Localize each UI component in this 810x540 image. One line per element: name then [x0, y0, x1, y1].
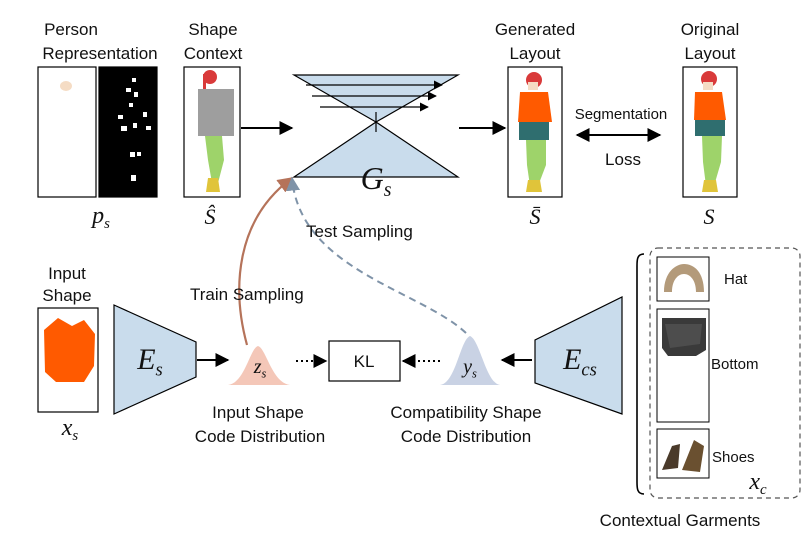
face-blob — [60, 81, 72, 91]
s-hat-symbol: Ŝ — [204, 204, 216, 229]
zs-symbol: zs — [253, 356, 267, 381]
generator-network — [291, 74, 461, 178]
loss-label: Loss — [605, 150, 641, 169]
train-sampling-label: Train Sampling — [190, 285, 304, 304]
compat-dist-label-1: Compatibility Shape — [390, 403, 542, 422]
bottom-garment — [656, 308, 710, 423]
segmentation-label: Segmentation — [574, 106, 668, 123]
xs-symbol: xs — [61, 415, 79, 445]
zs-distribution — [228, 346, 290, 385]
shape-encoder — [113, 304, 197, 415]
test-sampling-label: Test Sampling — [306, 222, 413, 241]
es-symbol: Es — [137, 343, 163, 381]
hat-garment — [656, 256, 710, 302]
train-sampling-arrow — [238, 177, 294, 346]
person-rep-label-1: Person — [44, 20, 98, 39]
shoes-label: Shoes — [712, 449, 755, 466]
shoes-garment — [656, 428, 710, 479]
xc-symbol: xc — [749, 469, 767, 499]
ys-distribution — [440, 336, 500, 385]
compat-dist-label-2: Code Distribution — [400, 427, 532, 446]
ecs-symbol: Ecs — [563, 343, 597, 381]
s-symbol: S — [703, 204, 715, 229]
ps-symbol: ps — [92, 203, 110, 233]
input-shape-label-2: Shape — [42, 286, 92, 305]
s-bar-symbol: S̄ — [529, 204, 541, 229]
shape-context-label-1: Shape — [188, 20, 238, 39]
generated-layout-label-1: Generated — [494, 20, 576, 39]
input-dist-label-2: Code Distribution — [194, 427, 326, 446]
original-layout-panel — [682, 66, 738, 198]
kl-label: KL — [353, 352, 375, 371]
shape-context-panel — [183, 66, 241, 198]
shape-context-label-2: Context — [183, 44, 243, 63]
generated-layout-label-2: Layout — [509, 44, 561, 63]
person-rep-label-2: Representation — [42, 44, 158, 63]
input-shape-panel — [37, 307, 99, 413]
original-layout-label-1: Original — [680, 20, 740, 39]
test-sampling-arrow — [286, 176, 467, 334]
ys-symbol: ys — [463, 356, 477, 381]
gs-symbol: Gs — [360, 160, 392, 201]
garments-brace — [636, 253, 645, 495]
contextual-garments-box — [649, 247, 801, 499]
hat-label: Hat — [724, 271, 748, 288]
keypoint-dots — [118, 78, 151, 181]
contextual-garments-label: Contextual Garments — [599, 511, 761, 530]
bottom-label: Bottom — [711, 356, 759, 373]
input-dist-label-1: Input Shape — [212, 403, 304, 422]
original-layout-label-2: Layout — [684, 44, 736, 63]
keypoint-panel — [98, 66, 158, 198]
compatibility-encoder — [534, 296, 623, 415]
person-representation-panels — [37, 66, 158, 198]
generated-layout-panel — [507, 66, 563, 198]
input-shape-label-1: Input — [48, 264, 86, 283]
kl-box — [328, 340, 401, 382]
